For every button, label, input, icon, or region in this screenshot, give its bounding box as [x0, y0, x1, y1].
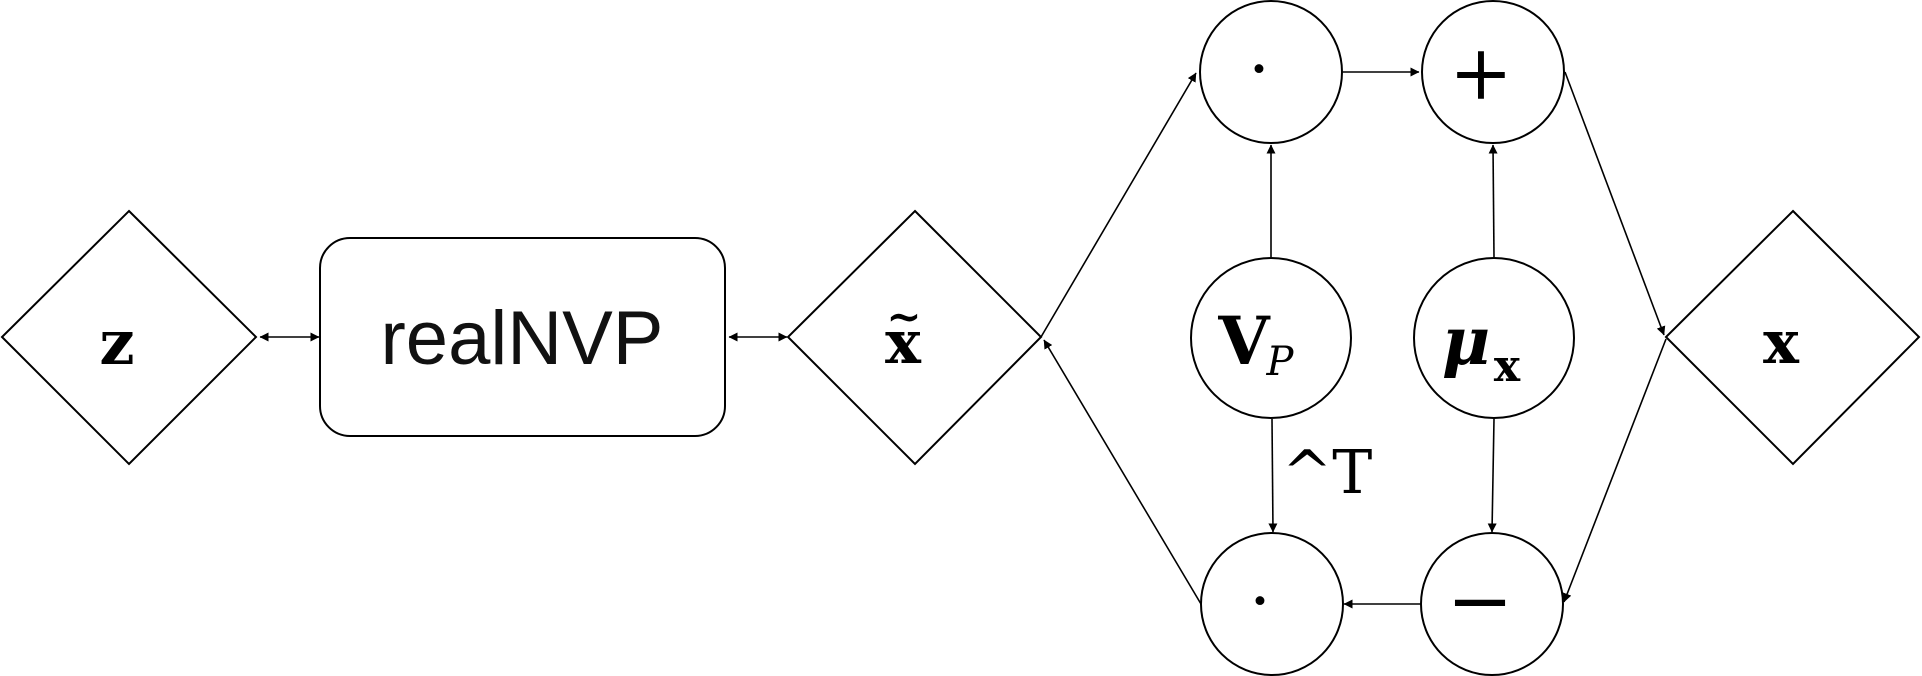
node-dot-bottom-label: · — [1252, 573, 1269, 629]
node-plus-label: + — [1449, 28, 1513, 117]
node-x-tilde: x ~ — [786, 209, 1043, 466]
node-z: z — [0, 209, 258, 466]
node-z-label: z — [99, 306, 134, 379]
edge-vp-dotbottom — [1268, 418, 1278, 533]
node-dot-top: · — [1199, 0, 1343, 144]
node-x-out: x — [1664, 209, 1921, 466]
edge-mux-plus — [1488, 144, 1498, 258]
node-mu-x: μ x — [1413, 257, 1575, 419]
edge-mux-minus — [1487, 418, 1497, 533]
node-minus-shape — [1420, 532, 1564, 676]
node-plus-shape — [1421, 0, 1565, 144]
node-mu-x-subscript: x — [1494, 341, 1521, 392]
node-realnvp: realNVP — [319, 237, 726, 437]
node-v-p-shape — [1190, 257, 1352, 419]
node-realnvp-shape — [319, 237, 726, 437]
transpose-label: ^T — [1282, 438, 1372, 508]
node-mu-x-shape — [1413, 257, 1575, 419]
node-realnvp-label: realNVP — [381, 296, 664, 381]
node-v-p-subscript: P — [1266, 339, 1295, 385]
edge-dotbottom-xtilde — [1043, 339, 1202, 605]
node-mu-x-label: μ — [1442, 302, 1490, 380]
edge-xout-minus — [1562, 338, 1667, 603]
node-z-shape — [0, 209, 258, 466]
node-x-out-label: x — [1763, 308, 1800, 378]
node-v-p-label: V — [1217, 302, 1271, 380]
node-dot-bottom-shape — [1200, 532, 1344, 676]
node-x-out-shape — [1664, 209, 1921, 466]
tilde-accent: ~ — [886, 292, 921, 341]
node-v-p: V P — [1190, 257, 1352, 419]
node-dot-top-shape — [1199, 0, 1343, 144]
node-minus: − — [1420, 532, 1564, 676]
edge-plus-xout — [1564, 71, 1666, 336]
node-plus: + — [1421, 0, 1565, 144]
edge-xtilde-dottop — [1040, 72, 1197, 338]
node-dot-top-label: · — [1251, 41, 1268, 97]
node-x-tilde-shape — [786, 209, 1043, 466]
node-minus-label: − — [1446, 554, 1513, 647]
node-x-tilde-label: x — [885, 308, 922, 378]
node-dot-bottom: · — [1200, 532, 1344, 676]
